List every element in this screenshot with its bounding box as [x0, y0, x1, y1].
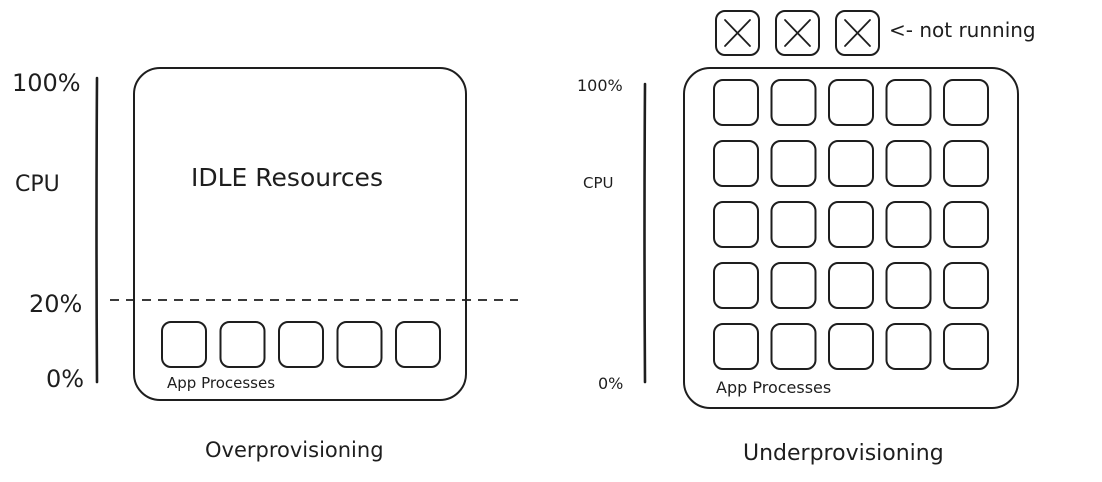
not-running-label: <- not running [889, 18, 1036, 42]
cross-icon [784, 19, 811, 47]
app-process-box [885, 79, 932, 126]
app-process-box [770, 262, 817, 309]
left-axis-threshold-label: 20% [29, 290, 83, 318]
app-process-box [943, 262, 989, 309]
not-running-processes [715, 10, 880, 56]
app-process-box [770, 323, 817, 370]
right-process-grid [713, 79, 989, 370]
app-process-box [828, 140, 874, 187]
app-process-box [161, 321, 207, 368]
left-axis-cpu-label: CPU [15, 172, 60, 197]
app-process-box [943, 201, 989, 248]
app-process-box [885, 262, 932, 309]
app-process-box [828, 262, 874, 309]
app-process-box [885, 140, 932, 187]
app-process-box [828, 79, 874, 126]
app-process-box [943, 79, 989, 126]
right-axis-cpu-label: CPU [583, 174, 614, 192]
app-process-box [395, 321, 441, 368]
app-process-box [770, 201, 817, 248]
not-running-process-box [835, 10, 880, 56]
left-server-box [133, 67, 467, 401]
left-process-row [161, 321, 441, 368]
left-axis-bottom-label: 0% [46, 365, 85, 393]
app-process-box [770, 140, 817, 187]
right-axis-line [643, 82, 647, 384]
app-process-box [278, 321, 324, 368]
app-process-box [219, 321, 266, 368]
right-server-box [683, 67, 1019, 409]
right-processes-label: App Processes [716, 378, 832, 397]
left-box-title: IDLE Resources [191, 163, 383, 192]
left-caption: Overprovisioning [205, 438, 384, 462]
not-running-process-box [775, 10, 820, 56]
right-panel [643, 10, 1019, 409]
cross-icon [724, 19, 751, 47]
app-process-box [828, 323, 874, 370]
app-process-box [770, 79, 817, 126]
app-process-box [713, 201, 759, 248]
right-caption: Underprovisioning [743, 441, 944, 466]
app-process-box [336, 321, 383, 368]
app-process-box [885, 201, 932, 248]
app-process-box [943, 323, 989, 370]
app-process-box [713, 140, 759, 187]
left-processes-label: App Processes [167, 374, 276, 392]
left-axis-top-label: 100% [12, 69, 81, 97]
left-panel [95, 67, 518, 401]
app-process-box [713, 79, 759, 126]
app-process-box [943, 140, 989, 187]
app-process-box [828, 201, 874, 248]
right-axis-bottom-label: 0% [598, 374, 624, 393]
app-process-box [885, 323, 932, 370]
left-axis-line [95, 76, 99, 384]
not-running-process-box [715, 10, 760, 56]
cross-icon [844, 19, 871, 47]
right-axis-top-label: 100% [577, 76, 623, 95]
app-process-box [713, 323, 759, 370]
app-process-box [713, 262, 759, 309]
